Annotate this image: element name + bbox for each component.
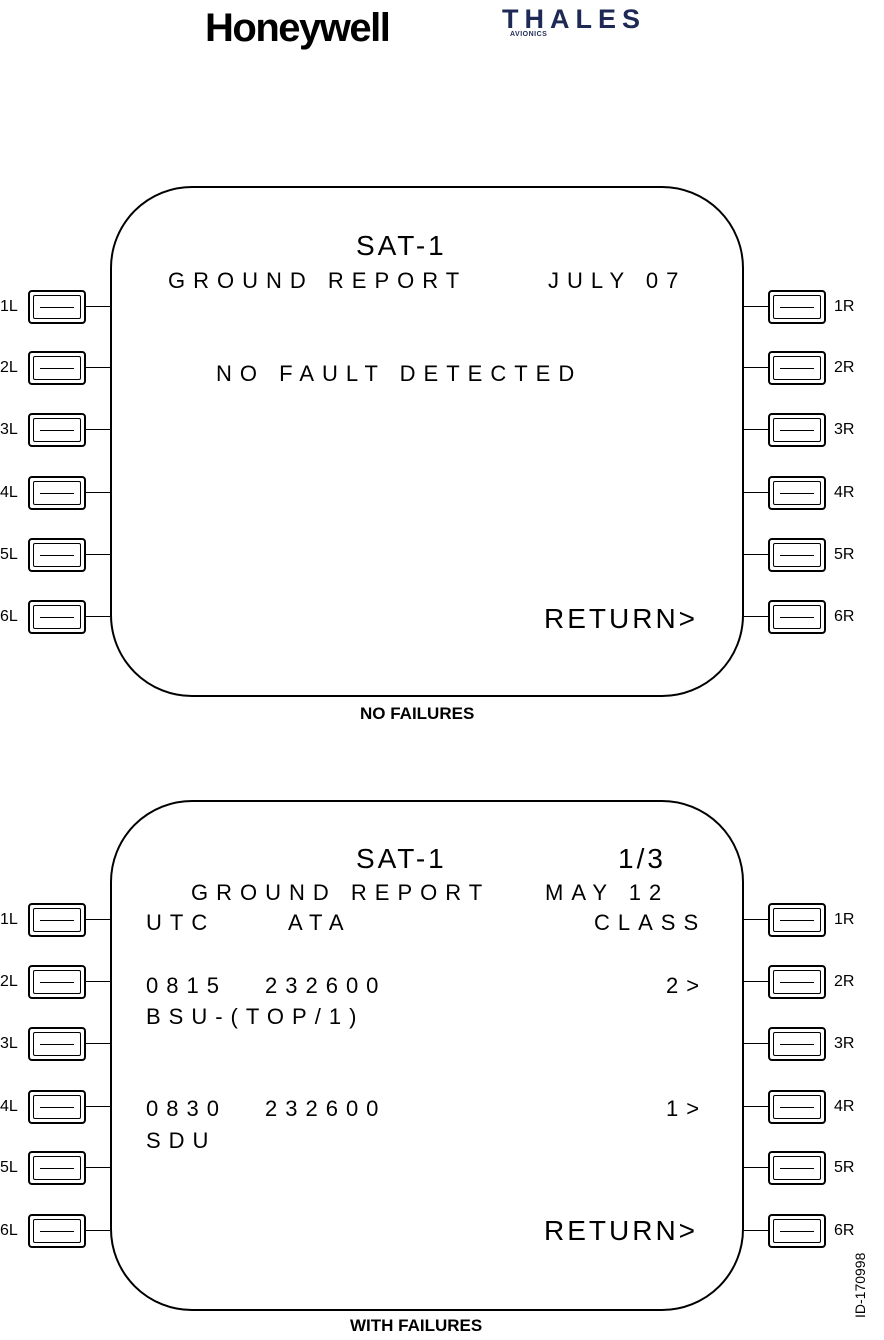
- key-label: 5R: [834, 546, 854, 564]
- line-select-key-5l[interactable]: [28, 538, 86, 572]
- line-select-key-2l[interactable]: [28, 351, 86, 385]
- key-label: 3R: [834, 1035, 854, 1053]
- line-select-key-4l[interactable]: [28, 1090, 86, 1124]
- line-select-key-1l[interactable]: [28, 290, 86, 324]
- ground-report-label: GROUND REPORT: [191, 882, 490, 904]
- line-select-key-3l[interactable]: [28, 413, 86, 447]
- line-select-key-6l[interactable]: [28, 600, 86, 634]
- line-select-key-6l[interactable]: [28, 1214, 86, 1248]
- fault-unit: SDU: [146, 1130, 216, 1152]
- line-select-key-1l[interactable]: [28, 903, 86, 937]
- key-label: 5L: [0, 1159, 18, 1177]
- line-select-key-2r[interactable]: [768, 351, 826, 385]
- page-title: SAT-1: [356, 845, 447, 873]
- column-header-class: CLASS: [594, 912, 706, 934]
- thales-logo-subtitle: AVIONICS: [510, 31, 547, 38]
- line-select-key-3r[interactable]: [768, 1027, 826, 1061]
- return-prompt[interactable]: RETURN>: [544, 1217, 698, 1245]
- key-label: 1R: [834, 911, 854, 929]
- cdu-panel-with-failures: SAT-1 1/3 GROUND REPORT MAY 12 UTC ATA C…: [0, 800, 884, 1340]
- key-label: 1L: [0, 911, 18, 929]
- page-title: SAT-1: [356, 232, 447, 260]
- key-label: 6L: [0, 1222, 18, 1240]
- no-fault-message: NO FAULT DETECTED: [216, 363, 582, 385]
- line-select-key-5l[interactable]: [28, 1151, 86, 1185]
- line-select-key-1r[interactable]: [768, 290, 826, 324]
- line-select-key-5r[interactable]: [768, 538, 826, 572]
- column-header-ata: ATA: [288, 912, 352, 934]
- key-label: 5L: [0, 546, 18, 564]
- fault-ata-code: 232600: [265, 975, 386, 997]
- key-label: 2R: [834, 973, 854, 991]
- line-select-key-6r[interactable]: [768, 1214, 826, 1248]
- report-date: MAY 12: [545, 882, 669, 904]
- key-label: 6L: [0, 608, 18, 626]
- return-prompt[interactable]: RETURN>: [544, 605, 698, 633]
- line-select-key-4r[interactable]: [768, 1090, 826, 1124]
- ground-report-label: GROUND REPORT: [168, 270, 467, 292]
- key-label: 2R: [834, 359, 854, 377]
- key-label: 3L: [0, 421, 18, 439]
- panel-caption: NO FAILURES: [360, 704, 474, 724]
- honeywell-logo: Honeywell: [205, 6, 389, 51]
- panel-caption: WITH FAILURES: [350, 1316, 482, 1336]
- document-id: ID-170998: [852, 1253, 868, 1318]
- key-label: 2L: [0, 359, 18, 377]
- key-label: 3L: [0, 1035, 18, 1053]
- line-select-key-3r[interactable]: [768, 413, 826, 447]
- key-label: 3R: [834, 421, 854, 439]
- key-label: 4L: [0, 1098, 18, 1116]
- line-select-key-6r[interactable]: [768, 600, 826, 634]
- key-label: 6R: [834, 608, 854, 626]
- line-select-key-1r[interactable]: [768, 903, 826, 937]
- key-label: 4L: [0, 484, 18, 502]
- line-select-key-4r[interactable]: [768, 476, 826, 510]
- fault-unit: BSU-(TOP/1): [146, 1006, 364, 1028]
- key-label: 4R: [834, 484, 854, 502]
- fault-time: 0815: [146, 975, 227, 997]
- key-label: 4R: [834, 1098, 854, 1116]
- cdu-panel-no-failures: SAT-1 GROUND REPORT JULY 07 NO FAULT DET…: [0, 186, 884, 731]
- column-header-utc: UTC: [146, 912, 215, 934]
- key-label: 5R: [834, 1159, 854, 1177]
- line-select-key-5r[interactable]: [768, 1151, 826, 1185]
- line-select-key-3l[interactable]: [28, 1027, 86, 1061]
- page-number: 1/3: [618, 845, 666, 873]
- key-label: 1R: [834, 298, 854, 316]
- line-select-key-4l[interactable]: [28, 476, 86, 510]
- fault-time: 0830: [146, 1098, 227, 1120]
- key-label: 6R: [834, 1222, 854, 1240]
- key-label: 2L: [0, 973, 18, 991]
- fault-ata-code: 232600: [265, 1098, 386, 1120]
- key-label: 1L: [0, 298, 18, 316]
- fault-class-prompt[interactable]: 2>: [666, 975, 707, 997]
- line-select-key-2l[interactable]: [28, 965, 86, 999]
- line-select-key-2r[interactable]: [768, 965, 826, 999]
- fault-class-prompt[interactable]: 1>: [666, 1098, 707, 1120]
- report-date: JULY 07: [548, 270, 686, 292]
